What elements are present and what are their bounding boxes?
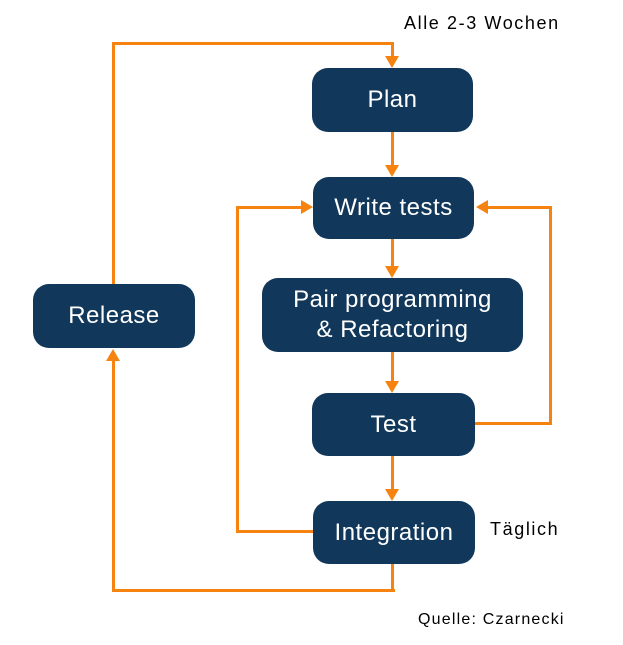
annotation-cycle-weeks: Alle 2-3 Wochen bbox=[404, 13, 560, 33]
edge-integration-release-vertical bbox=[112, 360, 115, 592]
node-integration: Integration bbox=[313, 501, 475, 564]
edge-plan-write-tests-line bbox=[391, 132, 394, 167]
edge-integration-write-tests-arrowhead bbox=[301, 200, 313, 214]
edge-pair-test-arrowhead bbox=[385, 381, 399, 393]
edge-integration-write-tests-vertical bbox=[236, 206, 239, 533]
edge-write-tests-pair-line bbox=[391, 239, 394, 267]
edge-test-write-tests-arrowhead bbox=[476, 200, 488, 214]
edge-release-plan-vertical bbox=[112, 42, 115, 284]
edge-integration-write-tests-top bbox=[236, 206, 301, 209]
edge-release-plan-horizontal bbox=[112, 42, 394, 45]
edge-integration-release-horizontal bbox=[112, 589, 395, 592]
node-write-tests: Write tests bbox=[313, 177, 474, 239]
edge-test-write-tests-vertical bbox=[549, 206, 552, 425]
annotation-daily: Täglich bbox=[490, 519, 560, 539]
node-plan: Plan bbox=[312, 68, 473, 132]
edge-test-integration-arrowhead bbox=[385, 489, 399, 501]
edge-integration-write-tests-bottom bbox=[236, 530, 313, 533]
edge-release-plan-arrowhead bbox=[385, 56, 399, 68]
edge-test-write-tests-bottom bbox=[475, 422, 552, 425]
edge-plan-write-tests-arrowhead bbox=[385, 165, 399, 177]
source-credit: Quelle: Czarnecki bbox=[418, 611, 565, 628]
edge-test-integration-line bbox=[391, 456, 394, 490]
node-release: Release bbox=[33, 284, 195, 348]
edge-test-write-tests-top bbox=[488, 206, 552, 209]
edge-write-tests-pair-arrowhead bbox=[385, 266, 399, 278]
edge-release-plan-drop bbox=[391, 42, 394, 57]
node-pair-programming-refactoring: Pair programming & Refactoring bbox=[262, 278, 523, 352]
node-test: Test bbox=[312, 393, 475, 456]
edge-integration-release-drop bbox=[391, 564, 394, 592]
edge-pair-test-line bbox=[391, 352, 394, 382]
edge-integration-release-arrowhead bbox=[106, 349, 120, 361]
